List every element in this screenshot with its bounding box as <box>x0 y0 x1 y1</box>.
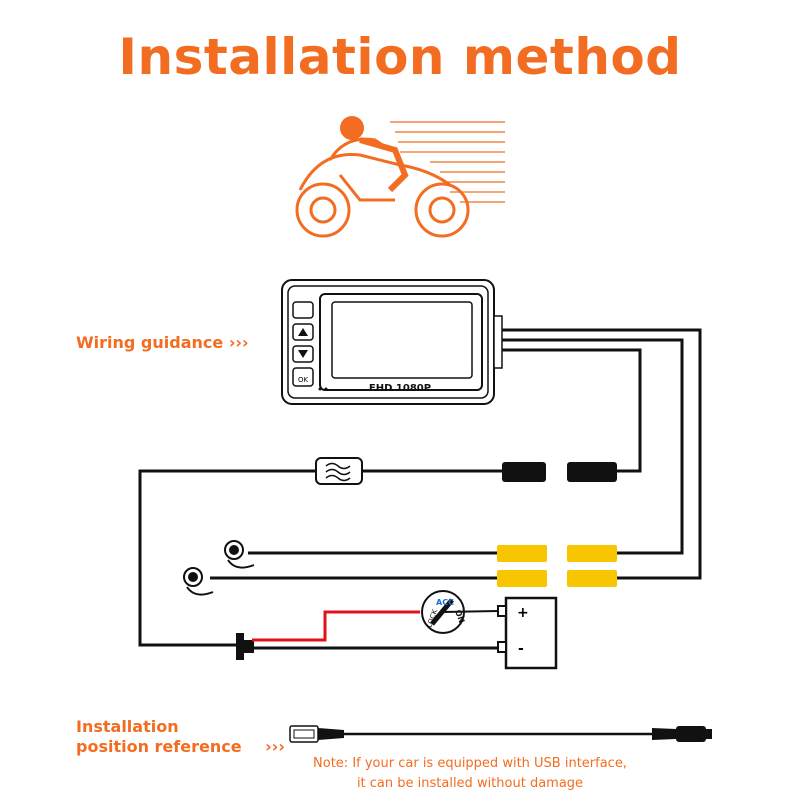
down-button <box>292 345 314 363</box>
up-button <box>292 323 314 341</box>
usb-plug-icon <box>289 725 712 743</box>
ok-button <box>292 367 314 387</box>
motorcycle-rider-icon <box>295 116 505 238</box>
dashcam-device-icon: OK <box>281 279 503 405</box>
installation-arrows: ››› <box>265 737 285 756</box>
camera-icon <box>183 567 214 596</box>
wiring-guidance-text: Wiring guidance <box>76 333 224 352</box>
usb-note-line2: it can be installed without damage <box>356 776 584 791</box>
positive-wire <box>252 610 420 642</box>
installation-position-line2: position reference <box>76 737 242 756</box>
device-screen-text: FHD 1080P <box>368 383 432 394</box>
ground-connector-icon <box>236 633 254 660</box>
yellow-connectors <box>497 545 617 587</box>
usb-note-line1: Note: If your car is equipped with USB i… <box>313 756 627 771</box>
ok-button-label: OK <box>298 376 309 384</box>
wiring-arrows: ››› <box>228 333 249 352</box>
device-wires <box>138 328 702 650</box>
battery-plus-label: + <box>517 605 529 621</box>
black-connector-pair <box>502 462 617 482</box>
wiring-guidance-label: Wiring guidance ››› <box>76 333 249 353</box>
camera-icon <box>224 540 255 569</box>
usb-note: Note: If your car is equipped with USB i… <box>300 754 640 794</box>
menu-button <box>292 301 314 319</box>
installation-position-line1: Installation <box>76 717 179 736</box>
page-title: Installation method <box>118 28 682 86</box>
battery-minus-label: - <box>518 641 524 657</box>
battery-icon: + - <box>442 596 558 670</box>
installation-position-label: Installation position reference ››› <box>76 717 285 757</box>
ignition-acc-label: ACC <box>436 598 454 607</box>
fuse-icon <box>315 457 363 485</box>
